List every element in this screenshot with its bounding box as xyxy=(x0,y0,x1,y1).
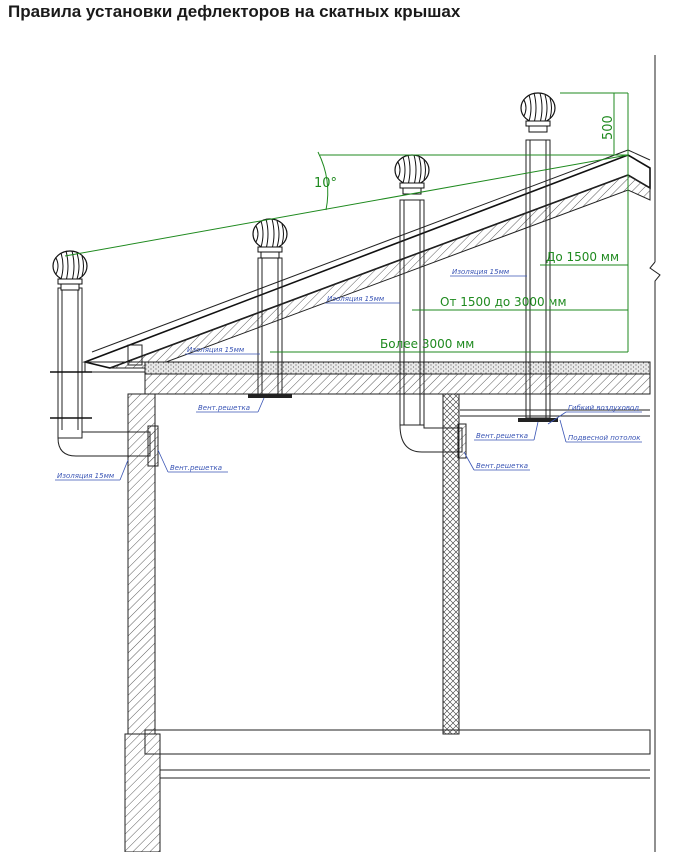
insulation-label-2: Изоляция 15мм xyxy=(187,346,245,354)
height-500-label: 500 xyxy=(601,115,616,140)
dimension-lines xyxy=(64,92,629,353)
over-3000-label: Более 3000 мм xyxy=(380,337,474,351)
vent-grille-label-2: Вент.решетка xyxy=(198,404,250,412)
vent-grille-label-1: Вент.решетка xyxy=(170,464,222,472)
flexible-duct-label: Гибкий воздуховод xyxy=(568,404,639,412)
deflector-pipe-1 xyxy=(50,250,159,467)
deflector-pipe-4 xyxy=(518,92,558,422)
annotation-leaders xyxy=(55,275,642,481)
insulation-label-4: Изоляция 15мм xyxy=(452,268,510,276)
attic-floor-slab xyxy=(144,361,651,417)
insulation-label-3: Изоляция 15мм xyxy=(327,295,385,303)
up-to-1500-label: До 1500 мм xyxy=(546,250,619,264)
lower-floor-slab xyxy=(144,729,651,779)
right-edge-line xyxy=(649,55,661,852)
deflector-pipe-3 xyxy=(394,154,467,459)
deflector-pipe-2 xyxy=(248,218,292,398)
suspended-ceiling-label: Подвесной потолок xyxy=(568,434,641,442)
insulation-label-1: Изоляция 15мм xyxy=(57,472,115,480)
from-1500-to-3000-label: От 1500 до 3000 мм xyxy=(440,295,567,309)
page-title: Правила установки дефлекторов на скатных… xyxy=(8,2,461,21)
angle-label: 10° xyxy=(314,176,337,191)
vent-grille-label-3: Вент.решетка xyxy=(476,432,528,440)
walls xyxy=(124,393,460,852)
vent-grille-label-4: Вент.решетка xyxy=(476,462,528,470)
